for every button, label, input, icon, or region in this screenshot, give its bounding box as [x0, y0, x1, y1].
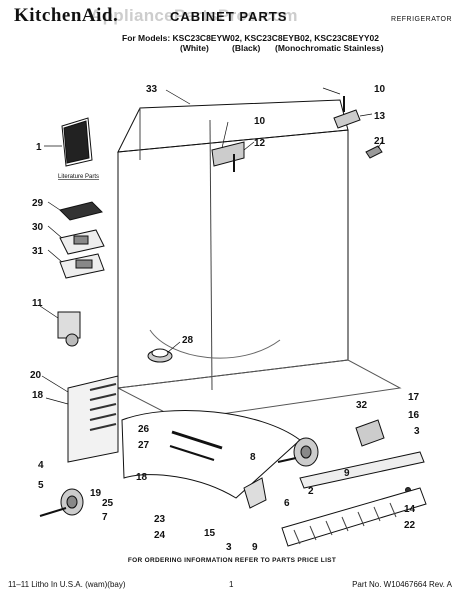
callout-14: 14 [404, 504, 416, 515]
watermark: AppliancePartsPros.com [90, 6, 298, 25]
cabinet-shell [116, 99, 402, 421]
control-board-30 [59, 229, 105, 255]
roller-right [277, 437, 319, 467]
grommet [147, 348, 173, 363]
base-rail-14 [299, 451, 425, 493]
variant-white: (White) [180, 43, 209, 53]
callout-8: 8 [250, 452, 256, 463]
ordering-note: FOR ORDERING INFORMATION REFER TO PARTS … [127, 557, 337, 564]
top-hinge [211, 141, 245, 172]
callout-9a: 9 [252, 542, 258, 553]
callout-9b: 9 [344, 468, 350, 479]
callout-15: 15 [204, 528, 216, 539]
callout-24: 24 [154, 530, 166, 541]
category-label: REFRIGERATOR [391, 16, 452, 23]
top-hinge-13 [333, 96, 361, 129]
callout-18b: 18 [136, 472, 148, 483]
callout-32: 32 [356, 400, 368, 411]
callout-23: 23 [154, 514, 166, 525]
literature-parts-label: Literature Parts [58, 174, 99, 180]
callout-13: 13 [374, 111, 386, 122]
variant-black: (Black) [232, 43, 261, 53]
callout-19: 19 [90, 488, 102, 499]
callout-29: 29 [32, 198, 44, 209]
callout-17: 17 [408, 392, 420, 403]
callout-30: 30 [32, 222, 44, 233]
callout-3a: 3 [414, 426, 420, 437]
callout-26: 26 [138, 424, 150, 435]
callout-21: 21 [374, 136, 386, 147]
callout-2: 2 [308, 486, 314, 497]
hinge-32 [355, 419, 385, 447]
water-valve [57, 311, 81, 347]
callout-20: 20 [30, 370, 42, 381]
litho-info: 11–11 Litho In U.S.A. (wam)(bay) [8, 580, 126, 589]
brand-logo: KitchenAid. [14, 5, 119, 26]
page-number: 1 [229, 580, 234, 589]
control-board-29 [59, 201, 103, 221]
callout-28: 28 [182, 335, 194, 346]
callout-12: 12 [254, 138, 266, 149]
callout-6: 6 [284, 498, 290, 509]
page-title: CABINET PARTS [170, 9, 288, 24]
callout-31: 31 [32, 246, 44, 257]
callout-25: 25 [102, 498, 114, 509]
callout-4: 4 [38, 460, 44, 471]
models-line: For Models: KSC23C8EYW02, KSC23C8EYB02, … [122, 33, 379, 43]
callout-labels: 33 10 13 10 12 21 1 29 30 31 11 28 20 18… [30, 84, 420, 553]
literature-booklet [61, 117, 93, 167]
callout-22: 22 [404, 520, 416, 531]
roller-left [39, 488, 84, 517]
callout-7: 7 [102, 512, 108, 523]
variant-stainless: (Monochromatic Stainless) [275, 43, 384, 53]
callout-33: 33 [146, 84, 158, 95]
callout-16: 16 [408, 410, 420, 421]
callout-18a: 18 [32, 390, 44, 401]
toe-grille-22 [281, 487, 427, 547]
callout-3b: 3 [226, 542, 232, 553]
callout-11: 11 [32, 298, 43, 309]
leader-lines [39, 87, 384, 405]
control-board-31 [59, 253, 105, 279]
header: AppliancePartsPros.com KitchenAid. CABIN… [0, 0, 464, 60]
side-bracket [67, 375, 119, 463]
callout-27: 27 [138, 440, 150, 451]
clip-21 [365, 145, 383, 159]
hinge-bracket [243, 477, 267, 509]
callout-1: 1 [36, 142, 42, 153]
callout-10a: 10 [374, 84, 386, 95]
callout-5: 5 [38, 480, 44, 491]
callout-10b: 10 [254, 116, 266, 127]
part-number: Part No. W10467664 Rev. A [352, 580, 452, 589]
